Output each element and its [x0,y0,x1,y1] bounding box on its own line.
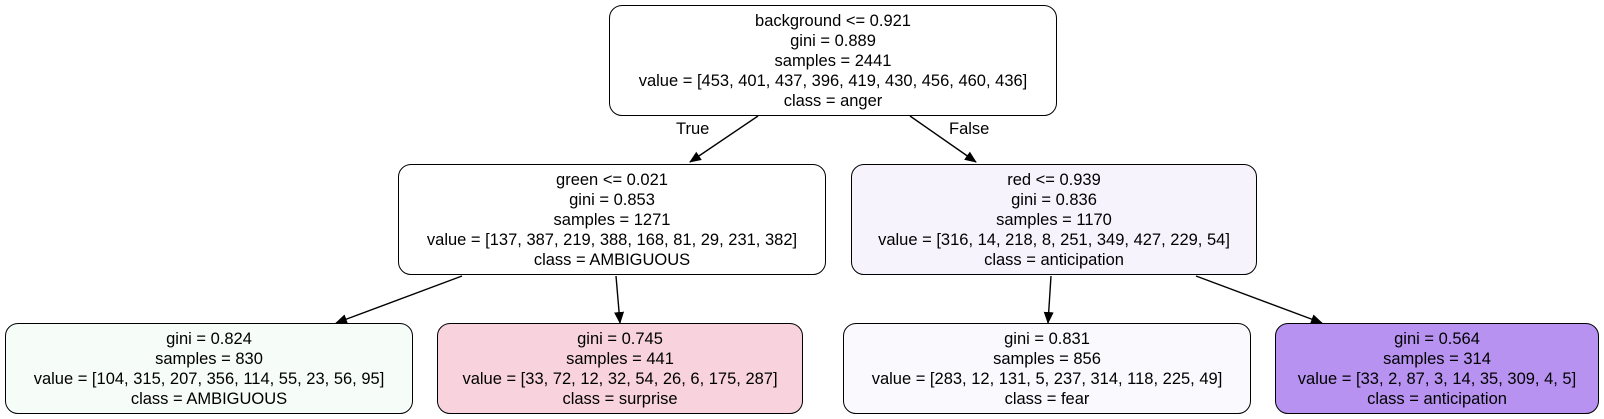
node-class: class = anticipation [984,250,1124,269]
edge-green-to-left-leaf [335,275,463,324]
node-gini: gini = 0.889 [790,31,876,50]
node-gini: gini = 0.745 [577,329,663,348]
node-value: value = [33, 2, 87, 3, 14, 35, 309, 4, 5… [1297,369,1577,388]
node-class: class = AMBIGUOUS [533,250,691,269]
node-class: class = anticipation [1367,389,1507,408]
node-gini: gini = 0.564 [1394,329,1480,348]
node-class: class = anger [783,91,883,110]
node-value: value = [104, 315, 207, 356, 114, 55, 23… [33,369,385,388]
node-value: value = [316, 14, 218, 8, 251, 349, 427,… [878,230,1230,249]
node-split: background <= 0.921 [755,11,911,30]
tree-leaf-anticipation: gini = 0.564 samples = 314 value = [33, … [1275,323,1599,414]
node-gini: gini = 0.836 [1011,190,1097,209]
node-value: value = [283, 12, 131, 5, 237, 314, 118,… [871,369,1223,388]
tree-leaf-surprise: gini = 0.745 samples = 441 value = [33, … [437,323,803,414]
edge-red-to-fear-leaf [1043,275,1054,324]
node-samples: samples = 314 [1383,349,1491,368]
node-samples: samples = 2441 [774,51,892,70]
node-samples: samples = 1170 [996,210,1112,229]
tree-node-green-split: green <= 0.021 gini = 0.853 samples = 12… [398,164,826,275]
edge-label-false: False [949,120,990,138]
node-class: class = fear [1004,389,1090,408]
node-class: class = surprise [562,389,678,408]
edge-root-to-red [909,115,977,163]
node-value: value = [33, 72, 12, 32, 54, 26, 6, 175,… [462,369,778,388]
node-split: green <= 0.021 [556,170,668,189]
node-split: red <= 0.939 [1007,170,1101,189]
node-value: value = [453, 401, 437, 396, 419, 430, 4… [638,71,1028,90]
node-class: class = AMBIGUOUS [130,389,288,408]
edge-green-to-surprise-leaf [614,275,625,324]
tree-node-red-split: red <= 0.939 gini = 0.836 samples = 1170… [851,164,1257,275]
tree-leaf-fear: gini = 0.831 samples = 856 value = [283,… [843,323,1251,414]
node-samples: samples = 830 [155,349,263,368]
node-samples: samples = 441 [566,349,674,368]
edge-red-to-anticipation-leaf [1195,275,1323,324]
node-samples: samples = 1271 [553,210,671,229]
node-samples: samples = 856 [993,349,1101,368]
tree-leaf-ambiguous: gini = 0.824 samples = 830 value = [104,… [5,323,413,414]
node-gini: gini = 0.853 [569,190,655,209]
edge-label-true: True [676,120,710,138]
edge-root-to-green [689,115,759,163]
tree-node-root: background <= 0.921 gini = 0.889 samples… [609,5,1057,116]
node-gini: gini = 0.831 [1004,329,1090,348]
node-gini: gini = 0.824 [166,329,252,348]
node-value: value = [137, 387, 219, 388, 168, 81, 29… [426,230,798,249]
